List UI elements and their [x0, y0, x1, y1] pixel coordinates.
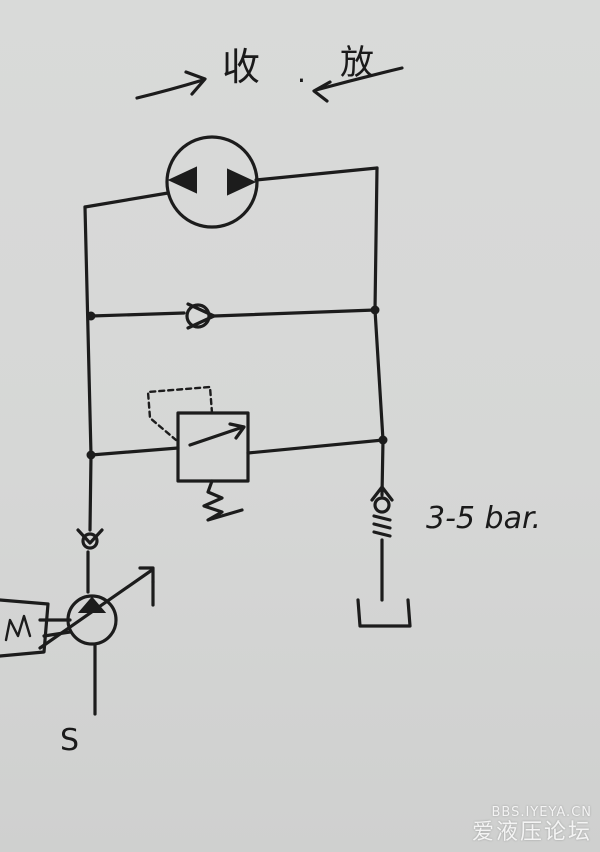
tank-symbol [356, 598, 412, 628]
return-check-valve-symbol [370, 485, 394, 538]
pump-check-valve-symbol [76, 528, 104, 550]
relief-valve-symbol [146, 385, 250, 522]
watermark-name: 爱液压论坛 [471, 820, 592, 845]
forum-watermark: BBS.IYEYA.CN 爱液压论坛 [472, 805, 592, 846]
hydraulic-motor-symbol [165, 135, 259, 229]
electric-motor-symbol [0, 598, 72, 658]
suction-label: S [60, 723, 79, 758]
release-arrow [312, 66, 404, 103]
release-label: 放 [340, 43, 374, 83]
watermark-url: BBS.IYEYA.CN [491, 805, 592, 820]
junction-dots [86, 305, 388, 460]
variable-pump-symbol [38, 566, 155, 650]
receive-arrow [135, 70, 207, 100]
pressure-label: 3-5 bar. [426, 501, 541, 536]
circuit-lines [83, 166, 385, 716]
receive-label: 收 [222, 45, 260, 89]
check-valve-symbol [185, 302, 216, 330]
title-separator: . [297, 56, 306, 89]
